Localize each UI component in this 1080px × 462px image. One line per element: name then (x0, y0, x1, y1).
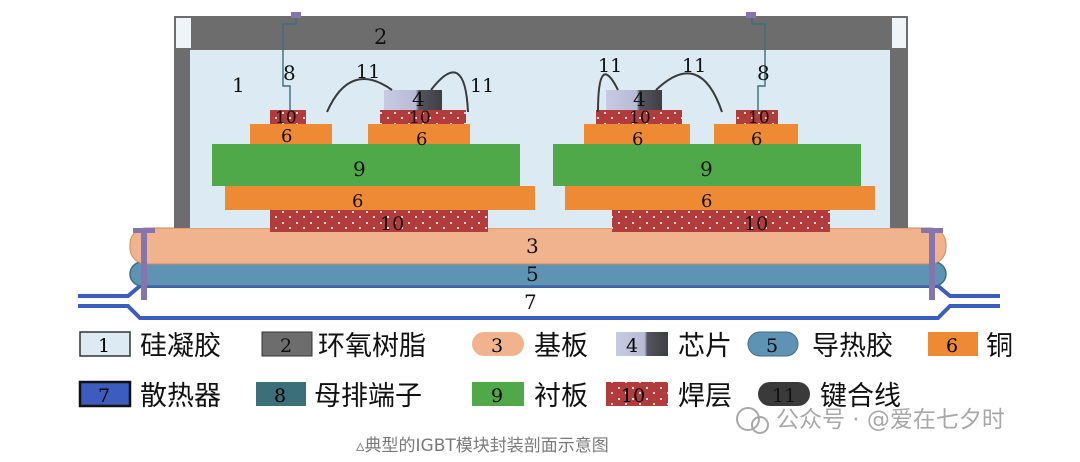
label-bond-wire-4: 11 (682, 55, 706, 77)
svg-text:衬板: 衬板 (534, 381, 588, 412)
label-chip-left: 4 (412, 87, 425, 111)
svg-text:9: 9 (491, 385, 503, 407)
svg-text:7: 7 (98, 385, 110, 407)
svg-text:11: 11 (772, 385, 796, 407)
label-bond-wire-3: 11 (598, 55, 622, 77)
svg-text:4: 4 (626, 335, 638, 357)
label-copper-2: 6 (416, 129, 427, 150)
legend-item-busbar: 8 母排端子 (256, 381, 422, 412)
svg-text:5: 5 (766, 335, 778, 357)
figure-caption: ▵典型的IGBT模块封装剖面示意图 (356, 436, 609, 456)
svg-text:基板: 基板 (534, 331, 588, 362)
label-silicone-gel: 1 (232, 73, 245, 97)
svg-text:铜: 铜 (986, 331, 1013, 362)
svg-text:10: 10 (621, 385, 645, 407)
label-board-left: 9 (353, 157, 366, 181)
label-board-right: 9 (700, 157, 713, 181)
svg-text:6: 6 (946, 335, 958, 357)
heatsink (78, 284, 1000, 320)
legend-item-thermal-paste: 5 导热胶 (747, 331, 893, 362)
label-solder-5: 10 (748, 108, 770, 128)
label-copper-6: 6 (701, 191, 712, 212)
label-heatsink: 7 (524, 290, 537, 314)
watermark: 公众号 · @爱在七夕时 (736, 407, 1005, 434)
svg-text:芯片: 芯片 (678, 331, 732, 362)
legend-item-base-plate: 3 基板 (472, 331, 588, 362)
label-copper-5: 6 (751, 129, 762, 150)
label-copper-1: 6 (281, 126, 292, 147)
label-solder-2: 10 (409, 108, 431, 128)
svg-text:1: 1 (98, 335, 110, 357)
label-solder-3: 10 (380, 213, 404, 235)
svg-text:母排端子: 母排端子 (314, 381, 422, 412)
label-busbar-right: 8 (757, 61, 770, 85)
label-chip-right: 4 (633, 87, 646, 111)
label-solder-1: 10 (275, 108, 297, 128)
label-bond-wire-2: 11 (470, 75, 494, 97)
svg-text:8: 8 (274, 385, 286, 407)
label-epoxy: 2 (374, 25, 387, 49)
svg-text:焊层: 焊层 (678, 381, 732, 412)
right-power-stack (553, 12, 875, 232)
mounting-screws (133, 228, 943, 300)
label-thermal-paste: 5 (526, 262, 539, 286)
label-busbar-left: 8 (283, 61, 296, 85)
legend-item-chip: 4 芯片 (616, 331, 732, 362)
svg-text:3: 3 (491, 335, 503, 357)
legend-item-board: 9 衬板 (472, 381, 588, 412)
svg-text:导热胶: 导热胶 (812, 331, 893, 362)
label-solder-4: 10 (629, 108, 651, 128)
svg-text:散热器: 散热器 (140, 381, 221, 412)
diagram-labels: 1 2 3 4 4 5 6 6 6 6 6 6 7 8 8 9 9 10 10 … (232, 25, 770, 314)
legend-item-silicone-gel: 1 硅凝胶 (79, 331, 221, 362)
label-bond-wire-1: 11 (356, 61, 380, 83)
svg-text:键合线: 键合线 (820, 381, 901, 412)
label-copper-3: 6 (352, 191, 363, 212)
legend-item-solder: 10 焊层 (606, 381, 732, 412)
legend-item-epoxy: 2 环氧树脂 (261, 331, 426, 362)
legend-item-copper: 6 铜 (928, 331, 1013, 362)
legend-item-bond-wire: 11 键合线 (758, 381, 901, 412)
left-power-stack (212, 12, 535, 232)
svg-text:硅凝胶: 硅凝胶 (140, 331, 221, 362)
label-base-plate: 3 (526, 234, 539, 258)
label-solder-6: 10 (744, 213, 768, 235)
legend-item-heatsink: 7 散热器 (78, 380, 221, 412)
label-copper-4: 6 (632, 129, 643, 150)
svg-text:公众号 · @爱在七夕时: 公众号 · @爱在七夕时 (776, 407, 1005, 433)
legend: 1 硅凝胶 2 环氧树脂 3 基板 4 芯片 5 导热胶 6 铜 (78, 331, 1013, 412)
svg-text:环氧树脂: 环氧树脂 (318, 331, 426, 362)
svg-text:2: 2 (280, 335, 292, 357)
